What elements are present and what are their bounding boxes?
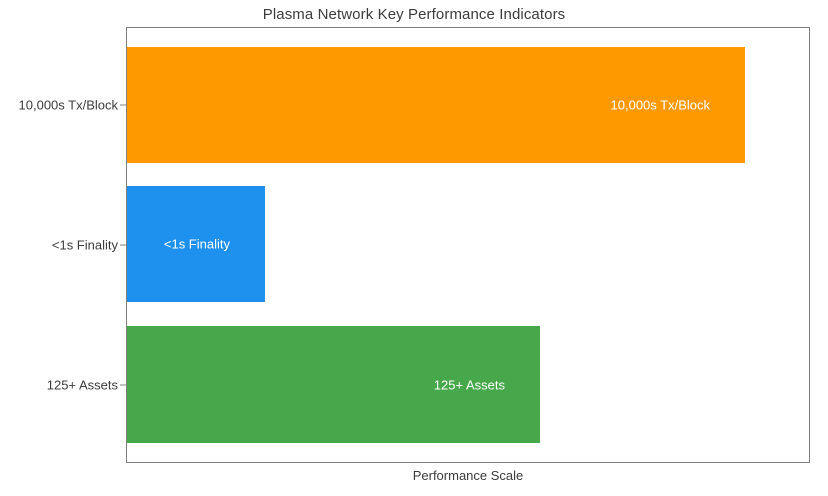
y-axis-tick-mark bbox=[120, 244, 126, 246]
y-axis-labels: 10,000s Tx/Block <1s Finality 125+ Asset… bbox=[0, 27, 118, 463]
y-axis-tick-label-2: 125+ Assets bbox=[46, 377, 118, 393]
chart-title: Plasma Network Key Performance Indicator… bbox=[262, 6, 566, 23]
y-axis-tick-label-1: <1s Finality bbox=[51, 237, 118, 253]
bar-row: <1s Finality bbox=[127, 186, 809, 302]
bar-finality[interactable] bbox=[127, 186, 265, 302]
y-axis-tick-marks bbox=[0, 27, 126, 463]
y-axis-tick-mark bbox=[120, 384, 126, 386]
bar-tx-per-block[interactable] bbox=[127, 47, 745, 163]
y-axis-tick-mark bbox=[120, 104, 126, 106]
bars-layer: 10,000s Tx/Block <1s Finality 125+ Asset… bbox=[127, 28, 809, 462]
bar-row: 125+ Assets bbox=[127, 326, 809, 443]
y-axis-tick-label-0: 10,000s Tx/Block bbox=[18, 97, 118, 113]
bar-assets[interactable] bbox=[127, 326, 540, 443]
x-axis-label: Performance Scale bbox=[412, 468, 524, 483]
plot-area: 10,000s Tx/Block <1s Finality 125+ Asset… bbox=[126, 27, 810, 463]
bar-row: 10,000s Tx/Block bbox=[127, 47, 809, 163]
